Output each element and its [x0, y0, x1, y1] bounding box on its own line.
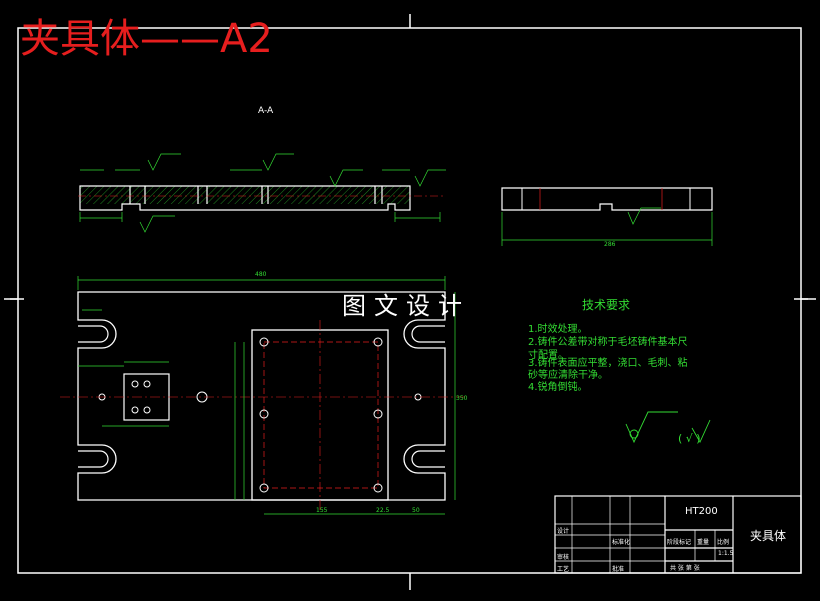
- drawing-title: 夹具体——A2: [20, 16, 273, 62]
- tb-label-process: 工艺: [557, 566, 570, 573]
- plan-outline: [77, 291, 446, 501]
- requirement-line: 寸配置。: [528, 350, 568, 361]
- svg-text:350: 350: [456, 395, 468, 402]
- plan-view: 480 155 22.5 50 350: [60, 271, 468, 515]
- tb-label-standard: 标准化: [612, 539, 631, 546]
- requirement-line: 砂等应清除干净。: [528, 370, 608, 381]
- tb-label-stage: 阶段标记: [667, 539, 692, 546]
- side-outline: [501, 187, 713, 211]
- tb-label-scale: 比例: [717, 539, 730, 546]
- section-label: A-A: [258, 106, 274, 116]
- roughness-label: ( √ ): [678, 432, 701, 445]
- side-view: 286: [501, 187, 713, 248]
- scale-value: 1:1.5: [718, 550, 734, 557]
- section-view: A-A: [78, 106, 446, 233]
- tb-label-weight: 重量: [697, 539, 710, 546]
- watermark-text: 图文设计: [342, 292, 470, 320]
- part-name: 夹具体: [750, 529, 787, 543]
- svg-text:286: 286: [604, 241, 616, 248]
- material-label: HT200: [685, 506, 718, 517]
- centering-marks: [4, 14, 816, 590]
- requirement-line: 2.铸件公差带对称于毛坯铸件基本尺: [528, 337, 688, 348]
- tb-label-approve: 批准: [612, 566, 625, 573]
- requirement-line: 3.铸件表面应平整，浇口、毛刺、粘: [528, 358, 688, 369]
- svg-text:50: 50: [412, 507, 420, 514]
- section-outline: [79, 185, 411, 211]
- tb-label-review: 审核: [557, 554, 570, 561]
- requirement-line: 1.时效处理。: [528, 324, 588, 335]
- title-block: [554, 495, 802, 574]
- tb-label-design: 设计: [557, 528, 570, 535]
- section-hatch: [80, 186, 410, 204]
- svg-text:155: 155: [316, 507, 328, 514]
- requirements-heading: 技术要求: [582, 298, 631, 312]
- tb-label-sheets: 共 张 第 张: [670, 565, 700, 572]
- requirement-line: 4.锐角倒钝。: [528, 382, 588, 393]
- svg-text:480: 480: [255, 271, 267, 278]
- roughness-symbol: [625, 411, 711, 444]
- svg-text:22.5: 22.5: [376, 507, 390, 514]
